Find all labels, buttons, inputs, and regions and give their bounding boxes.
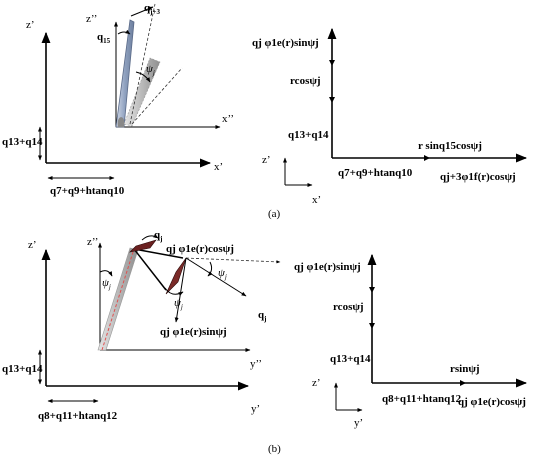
vertical-offset-label: q13+q14	[2, 136, 43, 148]
psi-left-label: ψj	[102, 277, 111, 291]
q-j3-arrow	[130, 6, 154, 17]
psi-arc-bottom	[164, 287, 184, 296]
horizontal-offset-label: q7+q9+htanq10	[338, 167, 413, 179]
ref-z-label: z’	[262, 154, 271, 166]
r-sin-label: rsinψj	[450, 363, 480, 375]
psi-arc-left	[99, 270, 113, 277]
psi-bottom-label: ψj	[174, 297, 183, 311]
top-label: qj φ1e(r)sinψj	[294, 261, 361, 273]
blade-root	[117, 117, 124, 127]
r-sin-label: r sinq15cosψj	[418, 140, 482, 152]
q15-arc	[117, 29, 131, 35]
foil-left	[129, 239, 157, 253]
deflection-dashed-line-2	[131, 67, 183, 125]
chain-tick-1	[329, 60, 335, 66]
cos-label: qj φ1e(r)cosψj	[166, 243, 234, 255]
end-label: qj φ1e(r)cosψj	[458, 396, 526, 408]
y2-axis-label: y’’	[250, 358, 262, 370]
ref-z-label: z’	[312, 377, 321, 389]
chain-tick-2	[329, 97, 335, 103]
horizontal-offset-label: q8+q11+htanq12	[38, 410, 118, 422]
chain-tick-3	[424, 155, 430, 161]
sin-label: qj φ1e(r)sinψj	[160, 326, 227, 338]
horizontal-offset-label: q7+q9+htanq10	[50, 185, 125, 197]
blade-base	[97, 247, 139, 351]
x2-axis-label: x’’	[222, 113, 234, 125]
horizontal-offset-label: q8+q11+htanq12	[382, 393, 462, 405]
psi-right-label: ψj	[218, 267, 227, 281]
r-cos-label: rcosψj	[290, 75, 321, 87]
link-top	[133, 248, 184, 259]
link-arm	[133, 248, 167, 291]
q-j3-label: qj+3	[144, 2, 160, 16]
qj-top-label: qj	[154, 229, 162, 243]
ref-x-label: x’	[312, 194, 321, 206]
panel-b-right-diagram: qj φ1e(r)sinψj rcosψj q13+q14 q8+q11+hta…	[294, 253, 528, 429]
vertical-offset-label: q13+q14	[330, 353, 371, 365]
x-axis-label: x’	[214, 161, 223, 173]
z2-axis-label: z’’	[86, 13, 97, 25]
psi-label: ψj	[146, 63, 155, 77]
cos-direction-line	[185, 257, 281, 264]
top-label: qj φ1e(r)sinψj	[252, 37, 319, 49]
z2-axis-label: z’’	[87, 236, 98, 248]
caption-b: (b)	[268, 443, 281, 455]
psi-arc-right	[207, 261, 213, 277]
sin-direction-line	[174, 257, 187, 323]
qj-right-label: qj	[258, 309, 266, 323]
end-label: qj+3φ1f(r)cosψj	[440, 171, 516, 183]
chain-tick-1	[369, 287, 375, 293]
qj-direction-line	[185, 257, 247, 297]
vertical-offset-label: q13+q14	[288, 129, 329, 141]
r-cos-label: rcosψj	[333, 301, 364, 313]
qj-arc-top	[141, 233, 159, 241]
blade-centerline	[101, 248, 135, 351]
y-axis-label: y’	[251, 403, 260, 415]
chain-tick-2	[369, 323, 375, 329]
vertical-offset-label: q13+q14	[2, 363, 43, 375]
z-axis-label: z’	[28, 239, 37, 251]
chain-tick-3	[460, 380, 466, 386]
caption-a: (a)	[268, 208, 281, 220]
panel-b-left-diagram: z’ y’ z’’ y’’ qj qj ψj ψj ψj qj φ1e(r)co…	[2, 229, 281, 422]
panel-a-left-diagram: z’ x’ z’’ x’’ qj+3 q15 ψj q13+q14 q7+q9+…	[2, 2, 234, 197]
q15-label: q15	[97, 31, 111, 45]
z-axis-label: z’	[26, 19, 35, 31]
deflection-dashed-line	[129, 3, 156, 125]
panel-a-right-diagram: qj φ1e(r)sinψj rcosψj q13+q14 q7+q9+htan…	[252, 27, 528, 206]
psi-arc	[135, 71, 151, 83]
ref-y-label: y’	[354, 417, 363, 429]
